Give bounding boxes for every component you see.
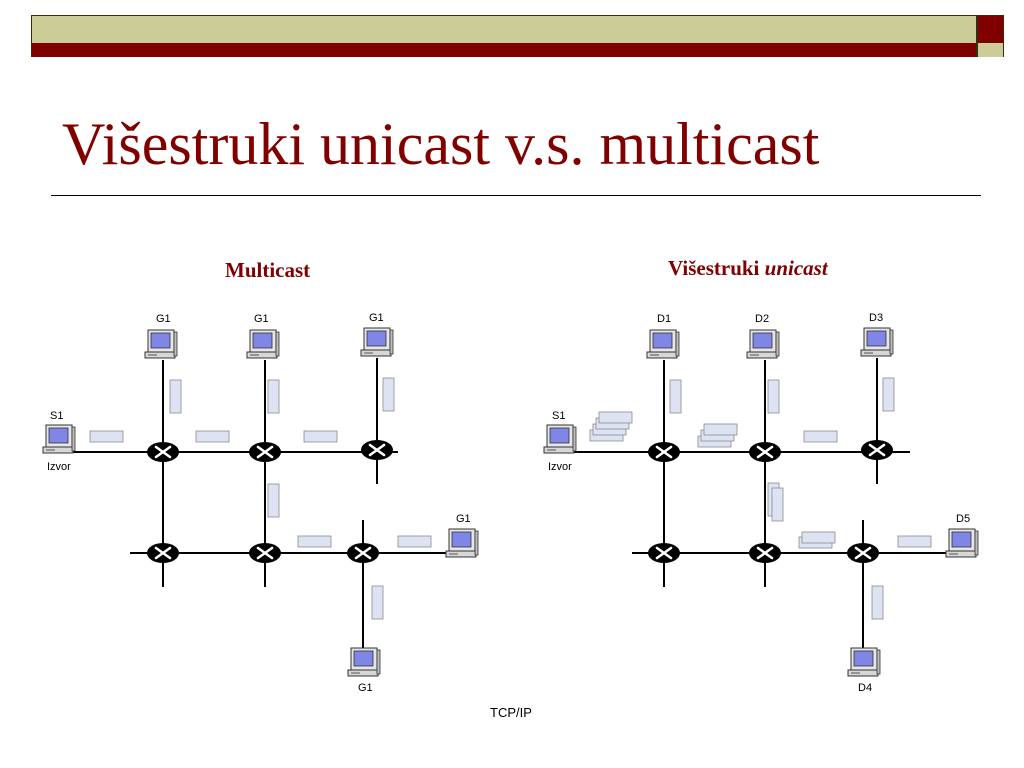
- unicast-heading-italic: unicast: [764, 256, 828, 280]
- multicast-links: [70, 358, 455, 648]
- packet-icon: [267, 379, 280, 414]
- computer-icon: [847, 647, 881, 677]
- multicast-diagram: S1 Izvor G1 G1 G1 G1 G1: [42, 312, 479, 694]
- computer-icon: [360, 327, 394, 357]
- router-icon: [646, 541, 682, 565]
- receiver-label: D2: [755, 313, 769, 325]
- footer-text: TCP/IP: [490, 705, 532, 720]
- source-label: S1: [552, 410, 565, 422]
- header-corner-box: [977, 15, 1004, 57]
- packet-icon: [89, 430, 124, 443]
- router-icon: [859, 438, 895, 462]
- unicast-diagram: S1 Izvor D1 D2 D3 D5 D4: [543, 312, 979, 694]
- packet-icon: [303, 430, 338, 443]
- packet-icon: [195, 430, 230, 443]
- header-bar-maroon: [32, 43, 976, 57]
- title-divider: [51, 195, 981, 196]
- corner-box-maroon: [978, 16, 1003, 43]
- source-caption: Izvor: [47, 461, 71, 473]
- packet-icon: [703, 423, 738, 436]
- computer-icon: [246, 329, 280, 359]
- packet-icon: [767, 379, 780, 414]
- router-icon: [247, 440, 283, 464]
- router-icon: [145, 541, 181, 565]
- computer-icon: [543, 424, 577, 454]
- router-icon: [247, 541, 283, 565]
- packet-icon: [771, 487, 784, 522]
- corner-box-olive: [978, 43, 1003, 57]
- packet-icon: [382, 377, 395, 412]
- computer-icon: [746, 329, 780, 359]
- router-icon: [345, 541, 381, 565]
- packet-icon: [803, 430, 838, 443]
- receiver-label: D4: [858, 682, 872, 694]
- router-icon: [145, 440, 181, 464]
- computer-icon: [144, 329, 178, 359]
- packet-icon: [882, 377, 895, 412]
- router-icon: [646, 440, 682, 464]
- packet-icon: [397, 535, 432, 548]
- receiver-label: D5: [956, 513, 970, 525]
- router-icon: [747, 440, 783, 464]
- computer-icon: [42, 424, 76, 454]
- packet-icon: [169, 379, 182, 414]
- unicast-links: [572, 358, 958, 648]
- computer-icon: [646, 329, 680, 359]
- router-icon: [359, 438, 395, 462]
- receiver-label: G1: [358, 682, 373, 694]
- packet-icon: [598, 411, 633, 424]
- unicast-heading-plain: Višestruki: [668, 256, 765, 280]
- receiver-label: D3: [869, 312, 883, 324]
- computer-icon: [347, 647, 381, 677]
- packet-icon: [267, 483, 280, 518]
- router-icon: [747, 541, 783, 565]
- source-caption: Izvor: [548, 461, 572, 473]
- source-label: S1: [50, 410, 63, 422]
- computer-icon: [945, 528, 979, 558]
- unicast-heading: Višestruki unicast: [668, 256, 828, 281]
- multicast-heading: Multicast: [225, 258, 311, 282]
- computer-icon: [445, 528, 479, 558]
- packet-icon: [371, 585, 384, 620]
- receiver-label: D1: [657, 313, 671, 325]
- packet-icon: [669, 379, 682, 414]
- receiver-label: G1: [456, 513, 471, 525]
- packet-icon: [897, 535, 932, 548]
- receiver-label: G1: [156, 313, 171, 325]
- packet-icon: [871, 585, 884, 620]
- computer-icon: [860, 327, 894, 357]
- slide-title: Višestruki unicast v.s. multicast: [62, 111, 820, 177]
- receiver-label: G1: [369, 312, 384, 324]
- packet-icon: [297, 535, 332, 548]
- packet-icon: [801, 531, 836, 544]
- router-icon: [845, 541, 881, 565]
- receiver-label: G1: [254, 313, 269, 325]
- header-bar: [31, 15, 977, 57]
- header-bar-olive: [32, 16, 976, 43]
